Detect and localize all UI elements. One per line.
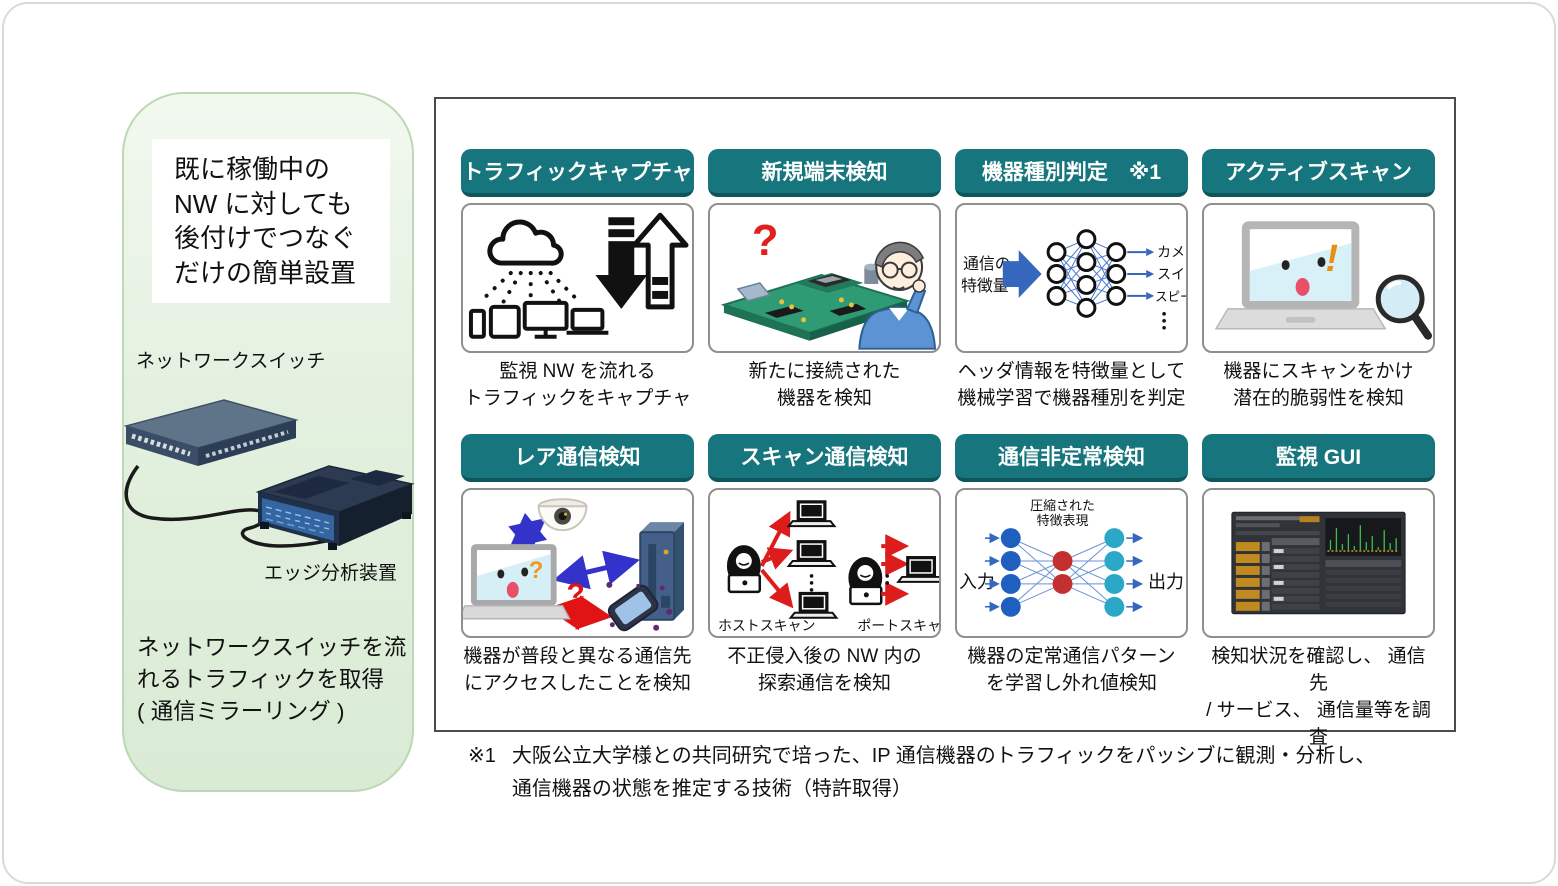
virus-dots	[606, 581, 673, 631]
card-rare-comm-caption: 機器が普段と異なる通信先 にアクセスしたことを検知	[463, 646, 692, 694]
nn-input-label-2: 特徴量	[961, 277, 1009, 295]
nn-output-speaker: スピーカー	[1155, 290, 1186, 304]
ellipsis-dots	[1162, 312, 1166, 330]
nn-output-switch: スイッチ	[1157, 266, 1186, 282]
magnifier-icon	[1375, 274, 1433, 340]
input-arrow-icon	[1002, 250, 1042, 298]
port-scan-label: ポートスキャン	[857, 618, 939, 634]
gui-illustration	[1202, 488, 1435, 638]
card-anomaly: 通信非定常検知 圧縮された 特徴表現 入力 出力	[955, 434, 1188, 698]
card-device-type-title: 機器種別判定 ※1	[955, 149, 1188, 197]
card-scan-comm-title: スキャン通信検知	[708, 434, 941, 482]
card-active-scan: アクティブスキャン !	[1202, 149, 1435, 413]
card-scan-comm: スキャン通信検知	[708, 434, 941, 698]
footnote-marker: ※1	[468, 745, 496, 767]
latent-label-1: 圧縮された	[1030, 498, 1095, 513]
edge-analyzer-icon	[255, 465, 415, 550]
footnote-text: 大阪公立大学様との共同研究で培った、IP 通信機器のトラフィックをパッシブに観測…	[511, 745, 1376, 800]
card-traffic-capture: トラフィックキャプチャ	[461, 149, 694, 413]
headline-text: 既に稼働中の NW に対しても 後付けでつなぐ だけの簡単設置	[174, 154, 357, 288]
exclamation-mark: !	[1325, 238, 1338, 280]
output-arrows	[1127, 251, 1147, 297]
left-panel: 既に稼働中の NW に対しても 後付けでつなぐ だけの簡単設置 ネットワークスイ…	[122, 92, 415, 792]
card-gui-title: 監視 GUI	[1202, 434, 1435, 482]
anomaly-illustration: 圧縮された 特徴表現 入力 出力	[955, 488, 1188, 638]
card-new-device-caption: 新たに接続された 機器を検知	[748, 361, 901, 409]
infected-phone-icon	[607, 584, 659, 632]
dashboard-screenshot	[1231, 511, 1406, 615]
traffic-capture-illustration	[461, 203, 694, 353]
card-device-type: 機器種別判定 ※1 通信の 特徴量	[955, 149, 1188, 413]
red-question-mark: ?	[567, 578, 585, 611]
host-scan-label: ホストスキャン	[718, 618, 815, 634]
laptop-face-icon: !	[1214, 221, 1387, 330]
host-scan-group	[725, 499, 838, 619]
network-switch-label: ネットワークスイッチ	[136, 351, 326, 372]
card-new-device-title: 新規端末検知	[708, 149, 941, 197]
mirroring-description: ネットワークスイッチを流 れるトラフィックを取得 ( 通信ミラーリング )	[137, 635, 407, 724]
nn-input-label-1: 通信の	[963, 255, 1011, 273]
orange-question-mark: ?	[529, 557, 544, 584]
card-traffic-capture-title: トラフィックキャプチャ	[461, 149, 694, 197]
question-mark: ?	[752, 216, 779, 265]
autoencoder-nodes	[1000, 528, 1125, 617]
feature-panel: トラフィックキャプチャ	[434, 97, 1456, 748]
network-switch-icon	[124, 399, 299, 466]
edge-analyzer-label: エッジ分析装置	[264, 563, 398, 584]
active-scan-illustration: !	[1202, 203, 1435, 353]
output-label: 出力	[1148, 572, 1184, 592]
new-device-illustration: ?	[708, 203, 941, 353]
card-active-scan-title: アクティブスキャン	[1202, 149, 1435, 197]
input-label: 入力	[959, 572, 995, 592]
blue-arrow-server	[552, 550, 640, 590]
dome-camera-icon	[537, 498, 588, 532]
card-scan-comm-caption: 不正侵入後の NW 内の 探索通信を検知	[727, 646, 922, 694]
cloud-icon	[487, 219, 564, 266]
card-anomaly-title: 通信非定常検知	[955, 434, 1188, 482]
card-traffic-capture-caption: 監視 NW を流れる トラフィックをキャプチャ	[463, 361, 692, 409]
rare-comm-illustration: ? ?	[461, 488, 694, 638]
device-type-illustration: 通信の 特徴量	[955, 203, 1188, 353]
device-icons	[468, 300, 609, 339]
output-arrowheads	[1146, 248, 1155, 300]
port-scan-group	[847, 534, 939, 606]
card-rare-comm-title: レア通信検知	[461, 434, 694, 482]
laptop-face-icon: ?	[463, 544, 571, 620]
card-device-type-caption: ヘッダ情報を特徴量として 機械学習で機器種別を判定	[957, 361, 1186, 409]
card-gui: 監視 GUI	[1202, 434, 1435, 752]
download-arrow-icon	[595, 217, 648, 309]
card-gui-caption: 検知状況を確認し、 通信先 / サービス、 通信量等を調査	[1206, 646, 1431, 748]
nn-nodes	[1046, 229, 1127, 318]
rain-dots	[476, 271, 583, 305]
card-anomaly-caption: 機器の定常通信パターン を学習し外れ値検知	[967, 646, 1176, 694]
thinking-person-icon	[858, 241, 937, 350]
card-new-device: 新規端末検知 ?	[708, 149, 941, 413]
headline-box: 既に稼働中の NW に対しても 後付けでつなぐ だけの簡単設置	[152, 139, 390, 303]
io-arrows	[984, 532, 1144, 613]
card-rare-comm: レア通信検知	[461, 434, 694, 698]
latent-label-2: 特徴表現	[1037, 513, 1089, 528]
mirror-cable	[124, 464, 332, 548]
scan-comm-illustration: ホストスキャン ポートスキャン	[708, 488, 941, 638]
card-active-scan-caption: 機器にスキャンをかけ 潜在的脆弱性を検知	[1223, 361, 1414, 409]
blue-arrow-camera	[508, 512, 548, 554]
footnote: ※1 大阪公立大学様との共同研究で培った、IP 通信機器のトラフィックをパッシブ…	[468, 740, 1375, 806]
autoencoder-edges	[1010, 537, 1115, 608]
nn-output-camera: カメラ	[1157, 244, 1186, 260]
upload-arrow-icon	[631, 212, 689, 310]
